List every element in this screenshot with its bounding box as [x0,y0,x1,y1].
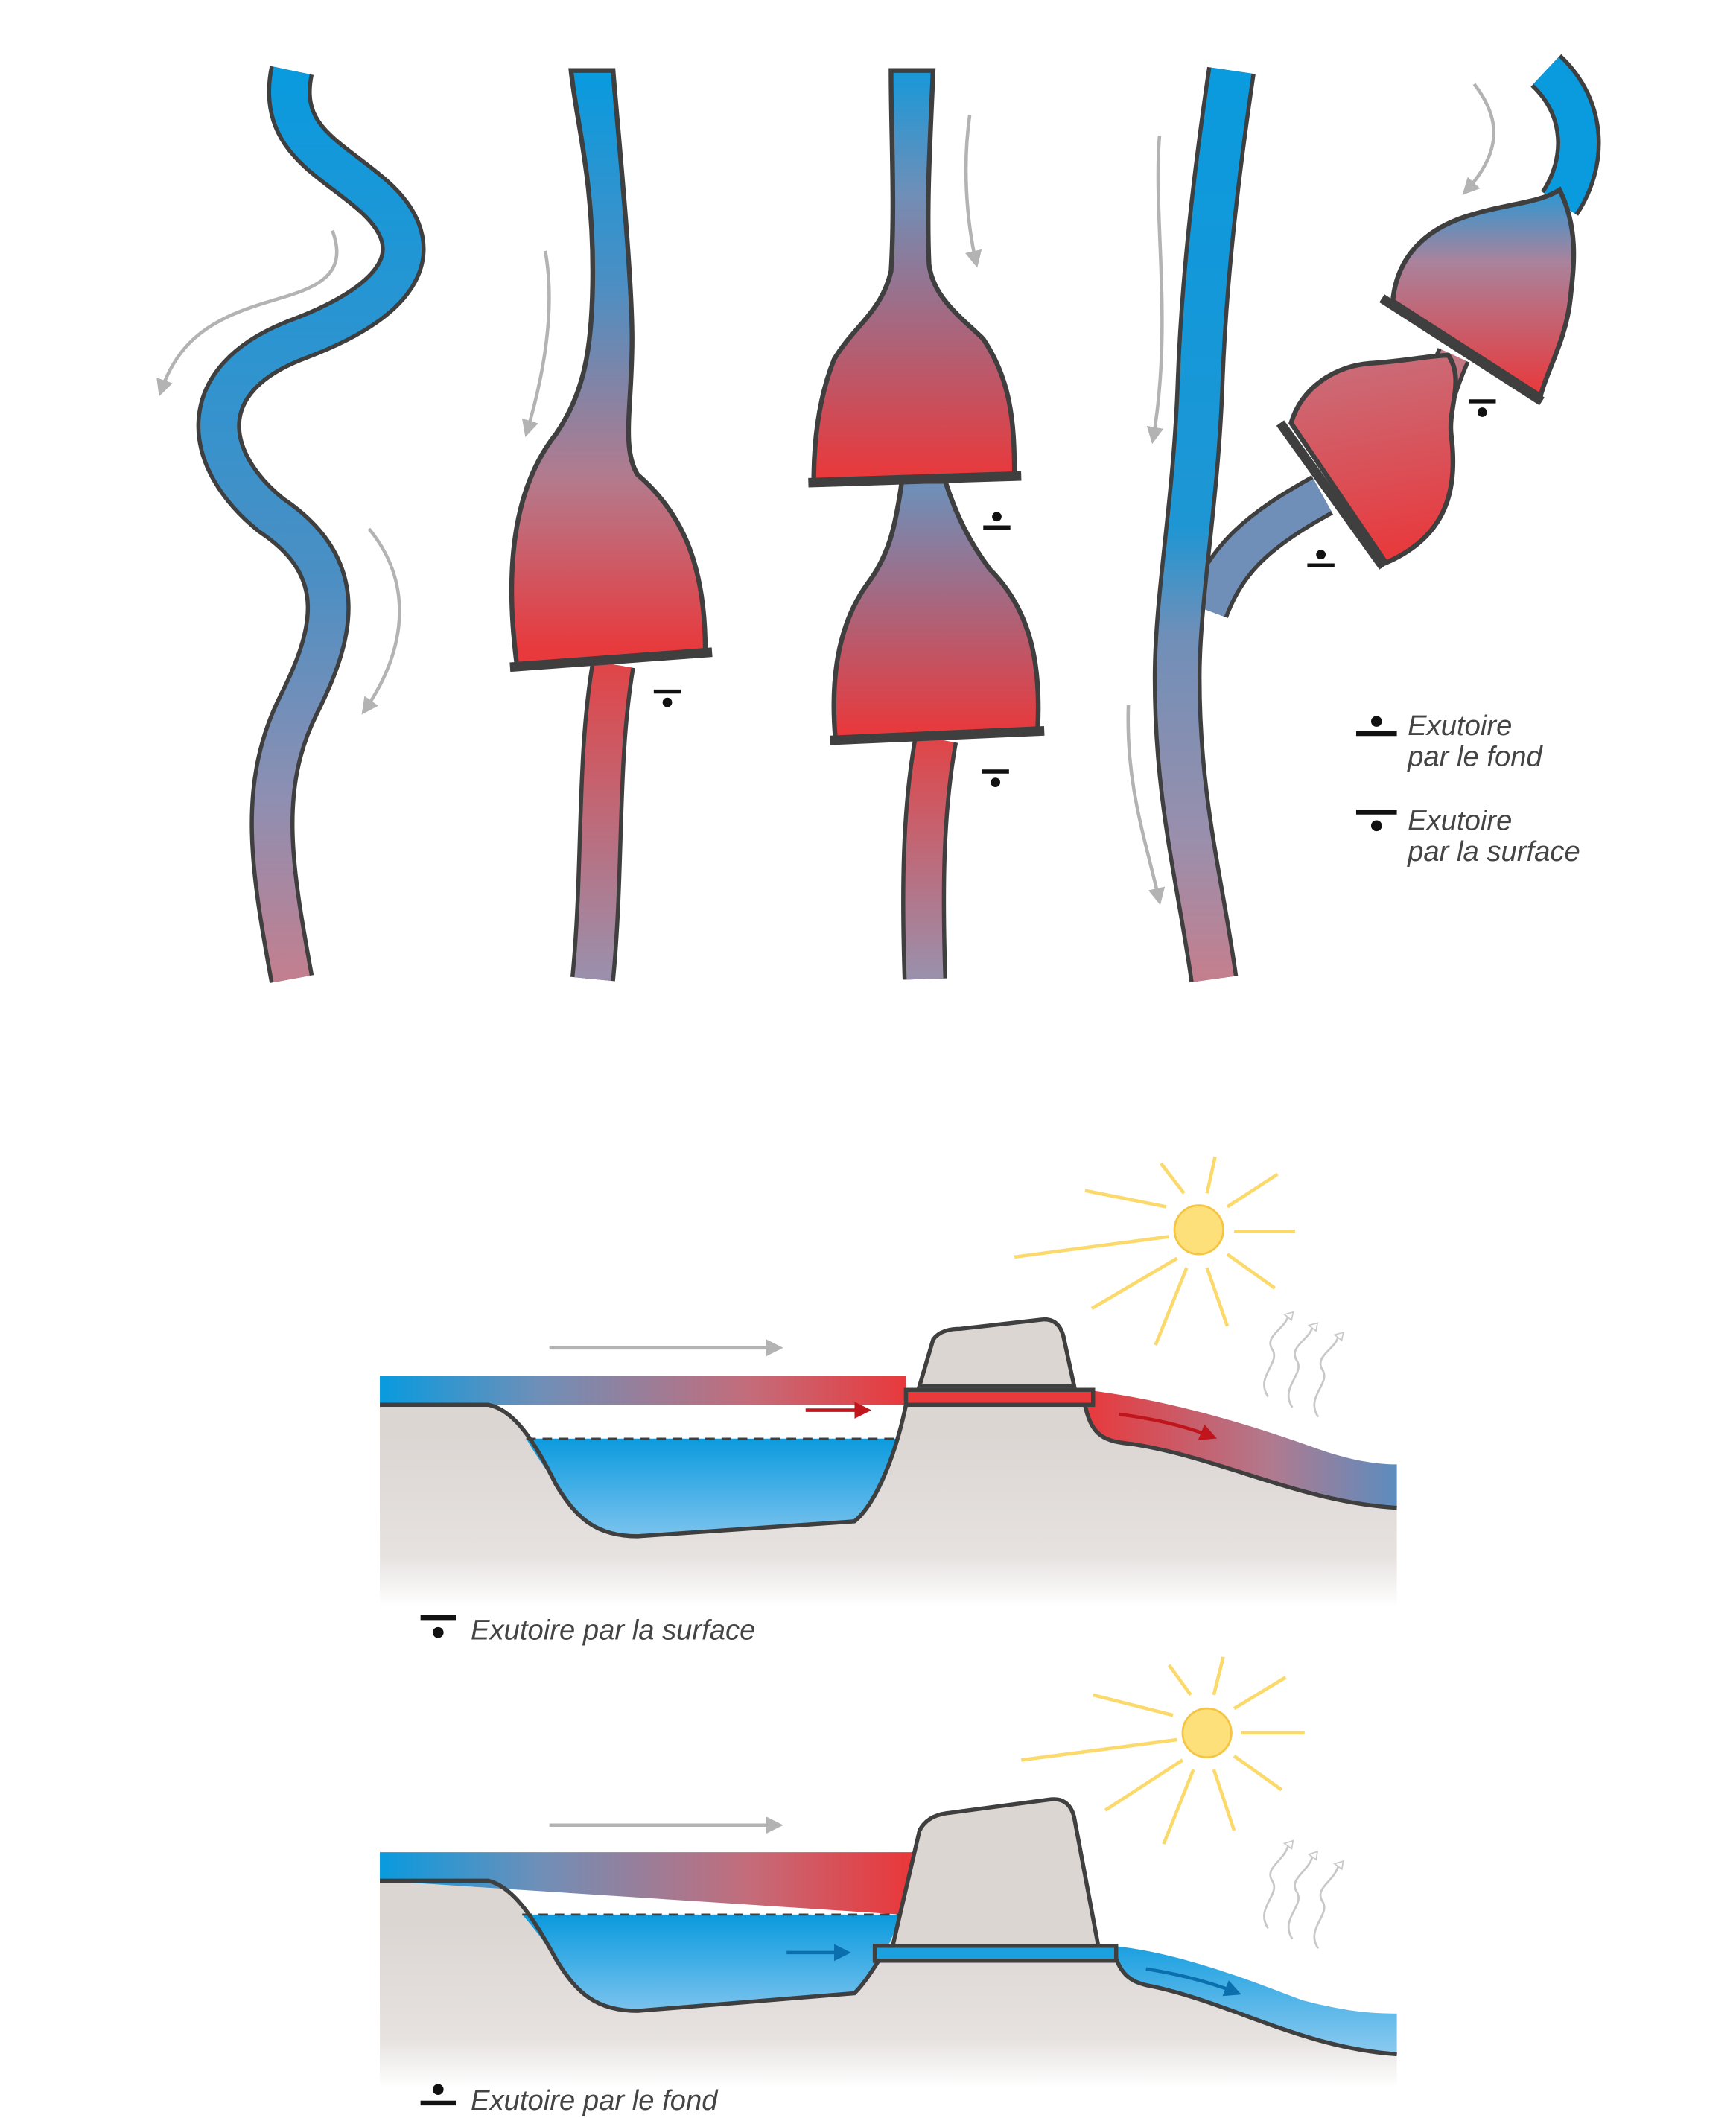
flow-arrow [1146,135,1164,445]
cold-outflow [1112,1945,1397,2055]
warm-flow-arrow [1119,1412,1218,1440]
legend-bottom-outlet-line1: Exutoire [1408,710,1512,742]
dam [509,647,713,672]
bottom-pipe [872,1944,1119,1963]
legend-bottom-outlet-line2: par le fond [1407,741,1543,773]
cross-section-surface-outlet: Exutoire par la surface [380,1156,1397,1646]
stream-with-ponds-in-series [808,68,1045,980]
dam-body [917,1317,1077,1388]
evaporation-icon [1263,1844,1338,1950]
pond [1288,352,1458,566]
pond [811,68,1017,484]
surface-outlet-symbol [982,769,1009,787]
caption-bottom-outlet: Exutoire par le fond [471,2084,719,2117]
warm-surface-water [380,1376,906,1405]
pond [509,68,708,667]
cold-water-pool [526,1438,898,1536]
flow-arrow [964,115,982,268]
ground [380,1405,1397,1614]
dam [830,726,1045,745]
pond [1390,186,1577,400]
cold-water-pool [522,1914,903,2012]
dam [1276,420,1387,570]
caption-surface-outlet: Exutoire par la surface [471,1614,755,1646]
stream-with-diverted-ponds [1126,54,1601,983]
sun-icon [1014,1156,1296,1346]
bottom-outlet-symbol [1355,716,1397,737]
surface-outlet-symbol [420,1615,456,1638]
evaporation-icon [1263,1315,1338,1418]
cold-flow-arrow [1145,1967,1241,1997]
surface-outlet-symbol [653,689,681,707]
dam-body [889,1797,1101,1950]
flow-arrow [1126,705,1166,906]
bottom-outlet-symbol [983,512,1011,530]
warm-surface-water [380,1852,920,1915]
warm-outflow [1084,1390,1397,1508]
cross-section-bottom-outlet: Exutoire par le fond [380,1656,1397,2117]
legend-surface-outlet-line1: Exutoire [1408,804,1512,836]
flow-arrow [361,527,401,715]
legend: Exutoire par le fond Exutoire par la sur… [1355,710,1580,868]
ground [380,1880,1397,2096]
surface-outlet-symbol [1469,399,1496,417]
bottom-outlet-symbol [1307,550,1335,567]
flow-arrow [522,250,551,437]
stream-with-single-pond [509,68,713,982]
sun-icon [1020,1656,1305,1845]
surface-outlet-symbol [1355,810,1397,832]
dam [1379,294,1545,406]
flow-arrow [156,229,339,397]
natural-meandering-stream [156,66,426,983]
dam [808,471,1022,488]
pond [831,479,1041,742]
flow-arrow [1462,83,1496,195]
bottom-outlet-symbol [420,2084,456,2106]
legend-surface-outlet-line2: par la surface [1407,836,1580,868]
surface-pipe [903,1387,1096,1408]
